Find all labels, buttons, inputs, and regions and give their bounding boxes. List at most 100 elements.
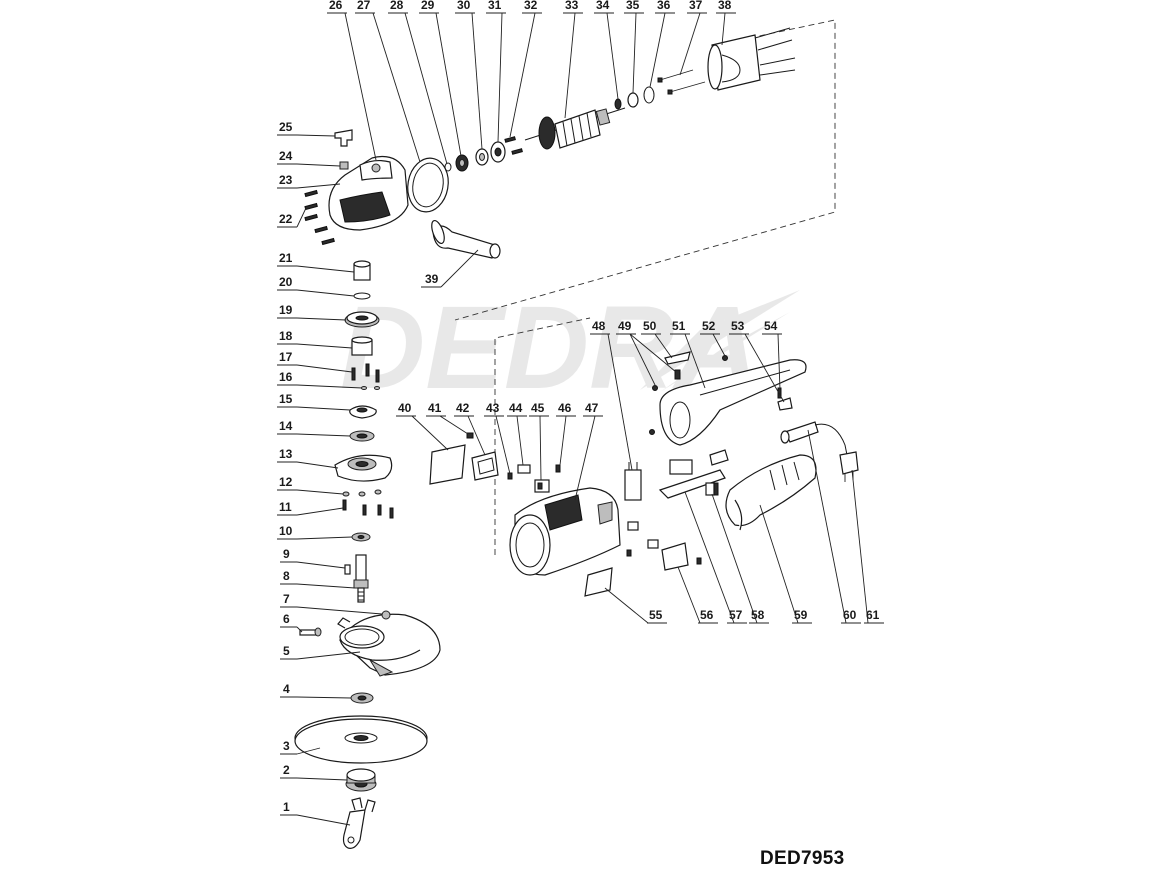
svg-text:37: 37 xyxy=(689,0,703,12)
svg-text:15: 15 xyxy=(279,392,293,406)
svg-text:34: 34 xyxy=(596,0,610,12)
callout-46: 46 xyxy=(556,401,576,466)
svg-text:42: 42 xyxy=(456,401,470,415)
callout-6: 6 xyxy=(280,612,303,633)
spanner-wrench xyxy=(342,797,376,849)
callout-13: 13 xyxy=(277,447,339,469)
svg-text:49: 49 xyxy=(618,319,632,333)
svg-text:5: 5 xyxy=(283,644,290,658)
driven-gear xyxy=(351,532,371,542)
svg-text:9: 9 xyxy=(283,547,290,561)
gasket-ring xyxy=(407,157,449,213)
callout-3: 3 xyxy=(280,739,321,755)
callout-40: 40 xyxy=(396,401,449,451)
svg-text:14: 14 xyxy=(279,419,293,433)
svg-text:7: 7 xyxy=(283,592,290,606)
housing-screw xyxy=(555,464,561,473)
svg-text:23: 23 xyxy=(279,173,293,187)
stator xyxy=(707,27,796,91)
grinding-disc xyxy=(294,715,428,764)
callout-14: 14 xyxy=(277,419,351,437)
washers xyxy=(342,489,382,497)
svg-text:61: 61 xyxy=(866,608,880,622)
svg-text:26: 26 xyxy=(329,0,343,12)
callout-39: 39 xyxy=(421,249,479,288)
callout-1: 1 xyxy=(280,800,351,826)
callout-47: 47 xyxy=(574,401,603,501)
svg-text:35: 35 xyxy=(626,0,640,12)
callout-58: 58 xyxy=(711,493,769,624)
callout-59: 59 xyxy=(759,504,812,624)
svg-text:41: 41 xyxy=(428,401,442,415)
callout-11: 11 xyxy=(277,500,344,516)
callout-25: 25 xyxy=(277,120,336,137)
svg-text:46: 46 xyxy=(558,401,572,415)
switch-block xyxy=(517,464,550,493)
outer-flange xyxy=(345,768,377,792)
svg-text:17: 17 xyxy=(279,350,293,364)
switch-cover xyxy=(471,451,499,481)
svg-text:29: 29 xyxy=(421,0,435,12)
svg-text:22: 22 xyxy=(279,212,293,226)
svg-text:33: 33 xyxy=(565,0,579,12)
svg-text:2: 2 xyxy=(283,763,290,777)
callout-21: 21 xyxy=(277,251,355,273)
rear-grip xyxy=(725,454,817,531)
long-screws xyxy=(657,69,706,95)
callout-23: 23 xyxy=(277,173,341,189)
inner-flange xyxy=(350,692,374,704)
callout-10: 10 xyxy=(277,524,353,540)
assembly-guide-lines xyxy=(454,19,836,555)
callouts: 1 2 3 4 5 6 7 8 9 10 11 12 13 14 15 16 1… xyxy=(277,0,884,826)
svg-text:3: 3 xyxy=(283,739,290,753)
svg-text:18: 18 xyxy=(279,329,293,343)
armature-bearing-rear xyxy=(627,92,639,108)
callout-55: 55 xyxy=(604,587,667,624)
armature xyxy=(524,107,626,150)
callout-61: 61 xyxy=(851,469,884,624)
ring-small xyxy=(614,98,622,110)
callout-54: 54 xyxy=(762,319,782,391)
svg-text:48: 48 xyxy=(592,319,606,333)
callout-36: 36 xyxy=(649,0,675,88)
spring xyxy=(339,161,349,170)
spindle-lock-button xyxy=(334,129,353,147)
cable-strain-relief xyxy=(780,421,819,444)
switch-lever xyxy=(658,449,729,499)
callout-42: 42 xyxy=(454,401,486,456)
micro-switch xyxy=(705,482,719,496)
model-code: DED7953 xyxy=(760,848,845,869)
svg-text:55: 55 xyxy=(649,608,663,622)
callout-48: 48 xyxy=(590,319,633,471)
callout-26: 26 xyxy=(327,0,377,161)
svg-text:19: 19 xyxy=(279,303,293,317)
svg-text:52: 52 xyxy=(702,319,716,333)
callout-12: 12 xyxy=(277,475,344,495)
rating-label xyxy=(584,567,613,597)
callout-53: 53 xyxy=(729,319,785,403)
callout-7: 7 xyxy=(280,592,383,615)
svg-text:47: 47 xyxy=(585,401,599,415)
spindle-flange xyxy=(344,311,380,328)
svg-text:54: 54 xyxy=(764,319,778,333)
watermark-logo: DEDRA xyxy=(340,282,800,414)
callout-49: 49 xyxy=(616,319,677,388)
callout-32: 32 xyxy=(509,0,542,138)
small-washer xyxy=(444,162,452,172)
svg-text:10: 10 xyxy=(279,524,293,538)
svg-text:21: 21 xyxy=(279,251,293,265)
bearing-plate xyxy=(490,141,506,163)
plate-screws xyxy=(504,136,523,155)
svg-text:56: 56 xyxy=(700,608,714,622)
callout-24: 24 xyxy=(277,149,341,167)
svg-text:32: 32 xyxy=(524,0,538,12)
woodruff-key xyxy=(344,564,351,575)
guard-nut xyxy=(381,610,391,620)
svg-text:24: 24 xyxy=(279,149,293,163)
svg-text:25: 25 xyxy=(279,120,293,134)
callout-28: 28 xyxy=(388,0,448,165)
svg-text:1: 1 xyxy=(283,800,290,814)
svg-text:12: 12 xyxy=(279,475,293,489)
callout-51: 51 xyxy=(670,319,706,389)
